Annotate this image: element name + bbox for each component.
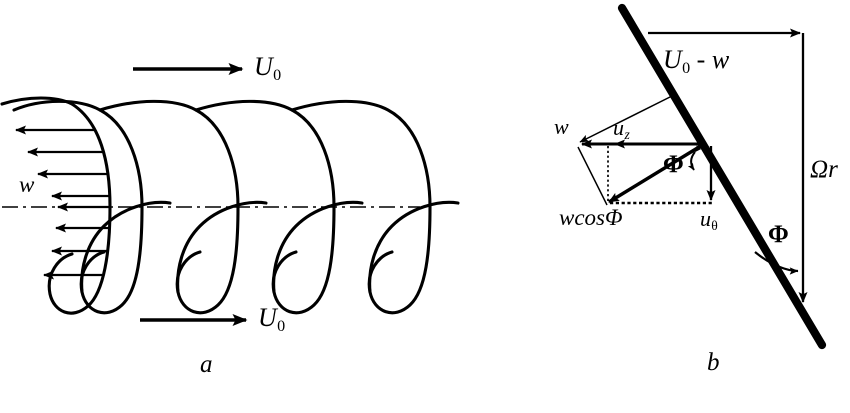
helical-vortex-filament <box>12 99 460 315</box>
utheta-symbol: u <box>700 206 711 231</box>
inflow-angle-lower-label: Φ <box>768 221 789 248</box>
induced-velocity-vector <box>579 95 673 143</box>
inflow-angle-lower-arc <box>754 251 799 275</box>
freestream-top-subscript: 0 <box>273 66 282 84</box>
axial-velocity-symbol: U <box>663 45 682 74</box>
wcosphi-text: wcosΦ <box>559 205 623 230</box>
inflow-angle-upper-arc <box>687 145 702 171</box>
freestream-bottom-subscript: 0 <box>277 317 286 335</box>
induced-velocity-arrows <box>15 125 111 280</box>
induced-velocity-label: w <box>19 172 35 197</box>
tangential-induced-component-label: uθ <box>700 208 718 233</box>
axial-velocity-label: U0 - w <box>663 47 729 77</box>
utheta-subscript: θ <box>711 218 718 234</box>
w-construction-line <box>671 95 705 145</box>
induced-velocity-vector-label: w <box>554 114 569 139</box>
rotational-velocity-label: Ωr <box>810 156 838 183</box>
leading-vortex-envelope <box>0 96 74 106</box>
panel-a-graphics <box>0 63 460 326</box>
axial-velocity-subscript: 0 <box>682 59 691 77</box>
uz-subscript: z <box>624 127 630 143</box>
freestream-bottom-label: U0 <box>258 303 286 335</box>
axial-induced-component-label: uz <box>613 117 630 142</box>
parallelogram-left-edge <box>577 146 608 206</box>
uz-symbol: u <box>613 115 624 140</box>
freestream-top-label: U0 <box>254 52 282 84</box>
w-cos-phi-label: wcosΦ <box>559 206 623 229</box>
panel-a-letter: a <box>200 351 213 378</box>
panel-b-graphics <box>577 3 827 350</box>
blade-chord-line <box>617 3 827 350</box>
uz-mid-arrowhead <box>614 139 625 149</box>
inflow-angle-upper-label: Φ <box>663 151 684 178</box>
induced-velocity-profile-envelope <box>47 102 112 315</box>
panel-b-letter: b <box>707 349 720 376</box>
w-cos-phi-vector <box>608 142 705 204</box>
axial-velocity-suffix: - w <box>690 45 730 74</box>
